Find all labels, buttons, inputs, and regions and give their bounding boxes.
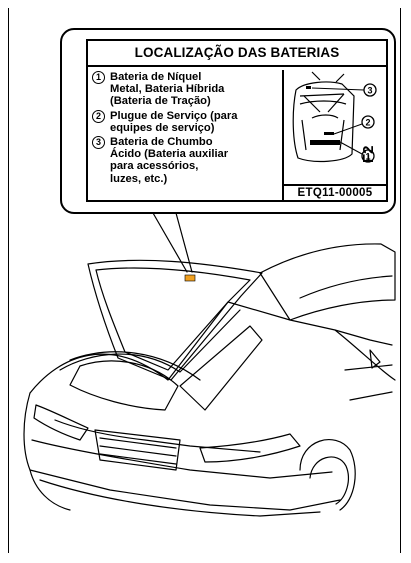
battery-item-2: 2 Plugue de Serviço (para equipes de ser… [92,110,278,134]
battery-label: LOCALIZAÇÃO DAS BATERIAS 1 Bateria de Ní… [86,39,388,202]
battery-list: 1 Bateria de Níquel Metal, Bateria Híbri… [92,71,278,187]
auxiliary-battery-marker [306,86,311,89]
traction-battery-marker [310,140,340,145]
location-diagram: 3 2 1 [282,70,384,184]
item-number: 1 [92,71,105,84]
item-text: Plugue de Serviço (para equipes de servi… [110,110,237,134]
side-code: F2 [360,145,377,163]
battery-item-1: 1 Bateria de Níquel Metal, Bateria Híbri… [92,71,278,108]
diagram-marker-2: 2 [365,118,370,128]
item-text: Bateria de Níquel Metal, Bateria Híbrida… [110,71,224,107]
service-plug-marker [324,132,334,135]
item-number: 2 [92,110,105,123]
item-text: Bateria de Chumbo Ácido (Bateria auxilia… [110,136,228,185]
label-title: LOCALIZAÇÃO DAS BATERIAS [88,41,386,67]
diagram-marker-3: 3 [367,86,372,96]
item-number: 3 [92,136,105,149]
hood-label-marker [185,275,195,281]
battery-item-3: 3 Bateria de Chumbo Ácido (Bateria auxil… [92,136,278,185]
label-code: ETQ11-00005 [282,184,386,200]
